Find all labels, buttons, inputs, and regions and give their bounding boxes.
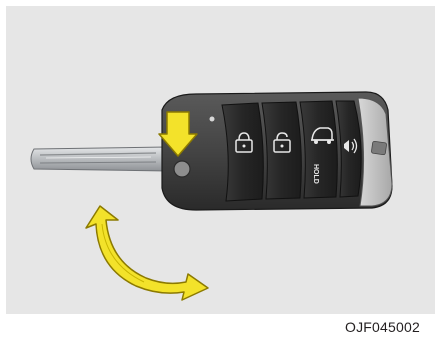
trunk-hold-label: HOLD	[312, 164, 319, 184]
smart-key-illustration: HOLD	[6, 6, 435, 314]
key-blade	[31, 147, 168, 171]
blade-release-button	[174, 161, 190, 177]
key-ring-hole	[371, 141, 387, 155]
unlock-button	[262, 102, 301, 199]
figure-code: OJF045002	[345, 319, 420, 335]
led-indicator	[210, 117, 215, 122]
